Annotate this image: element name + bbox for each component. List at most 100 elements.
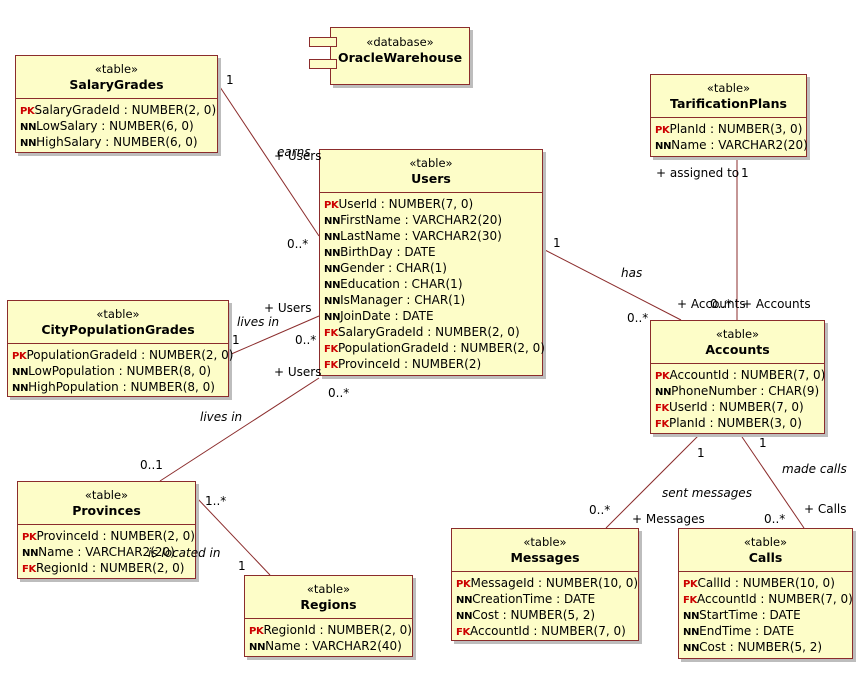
column-row[interactable]: PKPopulationGradeId : NUMBER(2, 0): [12, 347, 233, 363]
column-row[interactable]: NNCost : NUMBER(5, 2): [456, 607, 634, 623]
column-row[interactable]: NNLowPopulation : NUMBER(8, 0): [12, 363, 224, 379]
column-row[interactable]: PKUserId : NUMBER(7, 0): [324, 196, 538, 212]
column-text: JoinDate : DATE: [340, 309, 434, 323]
rel-lives-in-province-role: + Users: [274, 365, 322, 379]
column-text: Gender : CHAR(1): [340, 261, 447, 275]
column-text: AccountId : NUMBER(7, 0): [469, 624, 626, 638]
pk-key-marker: PK: [324, 200, 339, 211]
column-row[interactable]: NNStartTime : DATE: [683, 607, 848, 623]
column-text: PopulationGradeId : NUMBER(2, 0): [337, 341, 545, 355]
link-sent-messages: [605, 433, 701, 529]
column-row[interactable]: NNGender : CHAR(1): [324, 260, 538, 276]
pk-key-marker: PK: [456, 579, 471, 590]
column-row[interactable]: NNFirstName : VARCHAR2(20): [324, 212, 538, 228]
database-component[interactable]: «database» OracleWarehouse: [309, 27, 470, 85]
rel-sent-messages-one: 1: [697, 446, 705, 460]
table-header: «table»Users: [320, 150, 542, 193]
column-row[interactable]: NNBirthDay : DATE: [324, 244, 538, 260]
column-row[interactable]: FKPlanId : NUMBER(3, 0): [655, 415, 820, 431]
nn-key-marker: NN: [655, 141, 672, 152]
link-made-calls: [739, 433, 805, 529]
column-list: PKMessageId : NUMBER(10, 0)NNCreationTim…: [452, 572, 638, 642]
component-tab-bottom: [309, 59, 337, 69]
column-row[interactable]: NNEndTime : DATE: [683, 623, 848, 639]
table-name: Calls: [748, 550, 783, 565]
column-row[interactable]: NNLowSalary : NUMBER(6, 0): [20, 118, 213, 134]
column-row[interactable]: NNName : VARCHAR2(20): [22, 544, 191, 560]
column-row[interactable]: NNHighSalary : NUMBER(6, 0): [20, 134, 213, 150]
pk-key-marker: PK: [683, 579, 698, 590]
table-header: «table»Regions: [245, 576, 412, 619]
rel-lives-in-city-one: 1: [232, 333, 240, 347]
column-row[interactable]: FKAccountId : NUMBER(7, 0): [456, 623, 634, 639]
column-text: Education : CHAR(1): [340, 277, 463, 291]
column-row[interactable]: FKRegionId : NUMBER(2, 0): [22, 560, 191, 576]
column-text: PopulationGradeId : NUMBER(2, 0): [26, 348, 234, 362]
column-row[interactable]: FKPopulationGradeId : NUMBER(2, 0): [324, 340, 545, 356]
pk-key-marker: PK: [22, 532, 37, 543]
column-row[interactable]: NNName : VARCHAR2(20): [655, 137, 808, 153]
column-text: UserId : NUMBER(7, 0): [668, 400, 804, 414]
column-row[interactable]: FKAccountId : NUMBER(7, 0): [683, 591, 853, 607]
nn-key-marker: NN: [324, 264, 341, 275]
column-row[interactable]: FKSalaryGradeId : NUMBER(2, 0): [324, 324, 538, 340]
table-header: «table»Calls: [679, 529, 852, 572]
column-row[interactable]: FKProvinceId : NUMBER(2): [324, 356, 538, 372]
column-text: PlanId : NUMBER(3, 0): [668, 416, 802, 430]
column-list: PKCallId : NUMBER(10, 0)FKAccountId : NU…: [679, 572, 853, 658]
column-text: LowPopulation : NUMBER(8, 0): [28, 364, 212, 378]
rel-lives-in-province-many: 0..*: [328, 386, 350, 400]
column-row[interactable]: PKCallId : NUMBER(10, 0): [683, 575, 848, 591]
column-list: PKRegionId : NUMBER(2, 0)NNName : VARCHA…: [245, 619, 412, 657]
table-header: «table»SalaryGrades: [16, 56, 217, 99]
fk-key-marker: FK: [456, 627, 470, 638]
column-text: FirstName : VARCHAR2(20): [340, 213, 503, 227]
column-row[interactable]: NNHighPopulation : NUMBER(8, 0): [12, 379, 224, 395]
column-row[interactable]: PKSalaryGradeId : NUMBER(2, 0): [20, 102, 216, 118]
column-row[interactable]: PKRegionId : NUMBER(2, 0): [249, 622, 412, 638]
column-row[interactable]: PKPlanId : NUMBER(3, 0): [655, 121, 802, 137]
pk-key-marker: PK: [655, 371, 670, 382]
column-row[interactable]: NNName : VARCHAR2(40): [249, 638, 408, 654]
column-row[interactable]: PKMessageId : NUMBER(10, 0): [456, 575, 638, 591]
column-row[interactable]: NNIsManager : CHAR(1): [324, 292, 538, 308]
rel-has-name: has: [621, 266, 643, 280]
rel-assigned-to-name: + assigned to: [656, 166, 740, 180]
database-stereotype: «database»: [366, 35, 434, 49]
rel-sent-messages-name: sent messages: [662, 486, 752, 500]
nn-key-marker: NN: [20, 138, 37, 149]
nn-key-marker: NN: [12, 383, 29, 394]
table-name: TarificationPlans: [670, 96, 787, 111]
column-row[interactable]: PKAccountId : NUMBER(7, 0): [655, 367, 825, 383]
column-row[interactable]: NNLastName : VARCHAR2(30): [324, 228, 538, 244]
column-row[interactable]: NNEducation : CHAR(1): [324, 276, 538, 292]
rel-sent-messages-many: 0..*: [589, 503, 611, 517]
column-row[interactable]: NNPhoneNumber : CHAR(9): [655, 383, 820, 399]
column-text: UserId : NUMBER(7, 0): [338, 197, 474, 211]
nn-key-marker: NN: [655, 387, 672, 398]
table-name: Users: [411, 171, 451, 186]
component-tab-top: [309, 37, 337, 47]
table-stereotype: «table»: [706, 81, 751, 95]
column-row[interactable]: PKProvinceId : NUMBER(2, 0): [22, 528, 195, 544]
column-row[interactable]: NNCost : NUMBER(5, 2): [683, 639, 848, 655]
column-row[interactable]: FKUserId : NUMBER(7, 0): [655, 399, 820, 415]
table-name: CityPopulationGrades: [41, 322, 195, 337]
fk-key-marker: FK: [683, 595, 697, 606]
column-row[interactable]: NNCreationTime : DATE: [456, 591, 634, 607]
rel-earns-many: 0..*: [287, 237, 309, 251]
column-row[interactable]: NNJoinDate : DATE: [324, 308, 538, 324]
rel-has-many: 0..*: [627, 311, 649, 325]
nn-key-marker: NN: [456, 595, 473, 606]
pk-key-marker: PK: [249, 626, 264, 637]
table-stereotype: «table»: [409, 156, 453, 170]
